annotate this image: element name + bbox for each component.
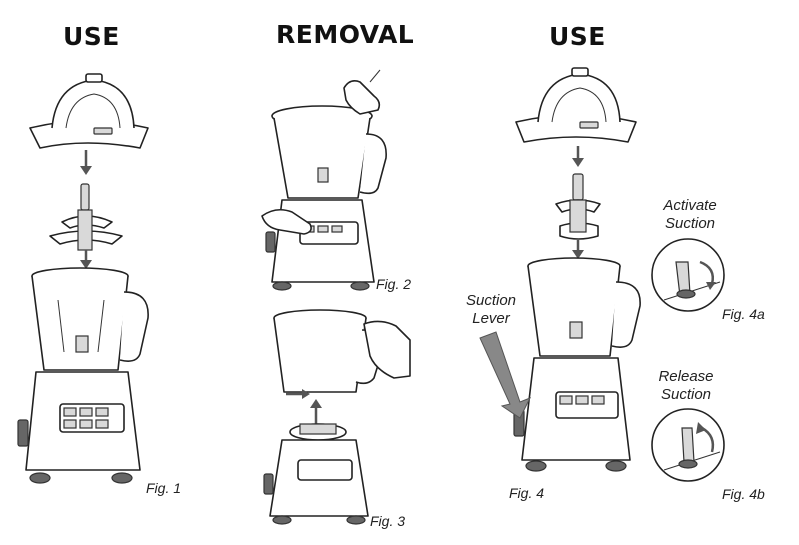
release-suction-callout: Release Suction — [648, 368, 724, 404]
up-arrow-icon — [286, 389, 322, 424]
pitcher-icon — [271, 105, 387, 199]
fig2-label: Fig. 2 — [376, 276, 412, 292]
motor-base-icon — [263, 423, 369, 525]
motor-base-icon — [513, 357, 631, 472]
activate-suction-callout: Activate Suction — [652, 197, 728, 233]
release-line2: Suction — [660, 386, 712, 403]
suction-lever-line1: Suction — [465, 292, 517, 309]
down-arrow-icon — [572, 146, 584, 167]
hand-icon — [261, 208, 312, 235]
activate-line1: Activate — [663, 197, 717, 214]
fig3-label: Fig. 3 — [370, 513, 406, 529]
release-line1: Release — [658, 368, 714, 385]
heading-use-left: USE — [63, 22, 120, 51]
pitcher-icon — [31, 267, 149, 371]
blade-assembly-icon — [49, 183, 123, 251]
heading-removal: REMOVAL — [276, 20, 415, 49]
hand-icon — [363, 320, 411, 379]
fig1-label: Fig. 1 — [146, 480, 182, 496]
hand-icon — [343, 69, 381, 115]
motor-base-icon — [17, 371, 141, 484]
activate-suction-inset — [651, 238, 725, 312]
blade-assembly-icon — [555, 173, 601, 240]
fig4-label: Fig. 4 — [509, 485, 545, 501]
pitcher-icon — [273, 309, 383, 393]
suction-lever-line2: Lever — [472, 310, 510, 327]
down-arrow-icon — [572, 240, 584, 259]
suction-lever-arrow-icon — [479, 331, 532, 419]
lid-icon — [515, 67, 637, 143]
down-arrow-icon — [80, 150, 92, 175]
pitcher-icon — [527, 257, 641, 357]
lid-icon — [29, 73, 149, 149]
fig4b-label: Fig. 4b — [722, 486, 765, 502]
activate-line2: Suction — [664, 215, 716, 232]
suction-lever-callout: Suction Lever — [458, 292, 524, 328]
heading-use-right: USE — [549, 22, 606, 51]
release-suction-inset — [651, 408, 725, 482]
down-arrow-icon — [80, 250, 92, 269]
fig4a-label: Fig. 4a — [722, 306, 765, 322]
